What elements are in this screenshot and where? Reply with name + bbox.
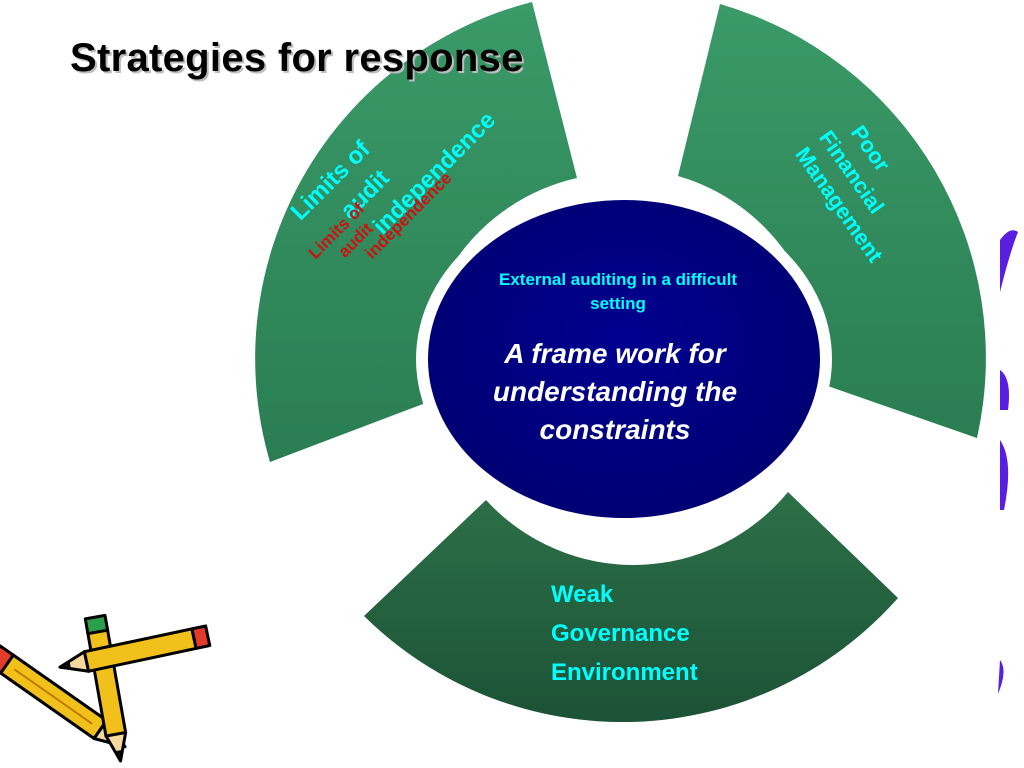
- bottom-label-line3: Environment: [551, 659, 698, 686]
- segment-weak-governance-environment: [364, 492, 898, 723]
- center-subtitle: External auditing in a difficult setting: [498, 270, 738, 313]
- bottom-label-line1: Weak: [551, 581, 614, 608]
- center-main-text: A frame work for understanding the const…: [492, 338, 738, 445]
- page-title: Strategies for response: [70, 36, 524, 80]
- center-ellipse: [428, 200, 820, 518]
- purple-edge-decoration: [998, 230, 1018, 694]
- bottom-segment-label: Weak Governance Environment: [551, 575, 698, 692]
- segment-limits-of-audit-independence: [255, 2, 577, 462]
- pencils-clipart-icon: [0, 613, 212, 763]
- segment-poor-financial-management: [678, 4, 986, 438]
- bottom-label-line2: Governance: [551, 620, 690, 647]
